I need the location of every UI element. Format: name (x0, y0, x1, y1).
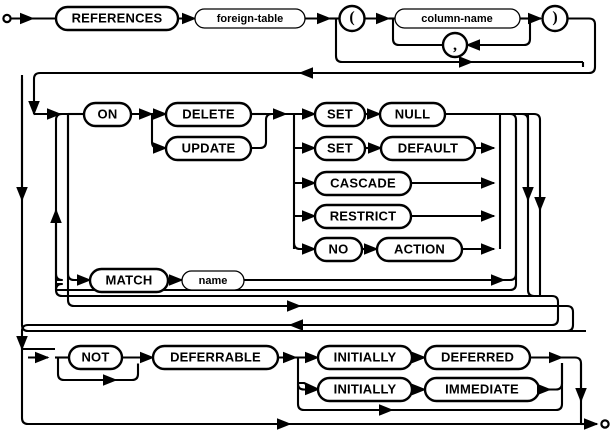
rail-row2-loop-up (54, 112, 63, 200)
initially-deferred-initially-label: INITIALLY (334, 349, 397, 364)
rail-row1-to-row2 (32, 17, 597, 108)
node-deferrable[interactable]: DEFERRABLE (151, 344, 280, 371)
null-label: NULL (395, 106, 430, 121)
node-initially-immediate-initially[interactable]: INITIALLY (316, 376, 414, 403)
node-cascade[interactable]: CASCADE (313, 170, 413, 197)
node-match[interactable]: MATCH (88, 267, 170, 294)
default-label: DEFAULT (398, 140, 458, 155)
rail-update-down (150, 114, 166, 150)
node-action[interactable]: ACTION (375, 236, 464, 263)
node-null[interactable]: NULL (378, 101, 447, 128)
column-name-label: column-name (421, 13, 493, 25)
restrict-label: RESTRICT (330, 208, 397, 223)
node-set-null-set[interactable]: SET (313, 101, 367, 128)
set-null-set-label: SET (327, 106, 353, 121)
node-default[interactable]: DEFAULT (379, 135, 477, 162)
rail-name-merge-up (504, 120, 518, 282)
cascade-label: CASCADE (330, 175, 396, 190)
set-default-set-label: SET (327, 140, 353, 155)
match-label: MATCH (106, 272, 153, 287)
node-references[interactable]: REFERENCES (54, 5, 180, 32)
foreign-table-label: foreign-table (217, 13, 284, 25)
node-not[interactable]: NOT (67, 344, 124, 371)
initially-immediate-initially-label: INITIALLY (334, 381, 397, 396)
rail-skip-parens-down (334, 18, 583, 64)
node-restrict[interactable]: RESTRICT (313, 203, 413, 230)
immediate-label: IMMEDIATE (445, 381, 519, 396)
rail-row3-exit (562, 356, 583, 424)
rail-to-initially-immediate (296, 383, 320, 396)
rparen-label: ) (552, 9, 557, 26)
name-label: name (199, 275, 228, 287)
rail-row2-exit-join (526, 289, 540, 298)
node-on[interactable]: ON (82, 101, 133, 128)
deferrable-label: DEFERRABLE (170, 349, 261, 364)
node-immediate[interactable]: IMMEDIATE (423, 376, 541, 403)
on-label: ON (98, 106, 118, 121)
start-marker (2, 13, 12, 24)
rail-to-no-action (292, 242, 317, 255)
node-column-name[interactable]: column-name (394, 8, 521, 29)
rail-to-match (66, 114, 92, 286)
rail-comma-right-down (465, 18, 532, 51)
node-name[interactable]: name (181, 270, 245, 291)
rail-row2-bypass-long (20, 75, 586, 333)
node-foreign-table[interactable]: foreign-table (194, 8, 306, 29)
deferred-label: DEFERRED (441, 349, 514, 364)
node-delete[interactable]: DELETE (164, 101, 253, 128)
end-marker (600, 419, 610, 429)
rail-update-out (251, 112, 286, 150)
node-no[interactable]: NO (313, 236, 364, 263)
rail-immediate-merge (550, 363, 564, 391)
node-deferred[interactable]: DEFERRED (423, 344, 532, 371)
node-set-default-set[interactable]: SET (313, 135, 367, 162)
rail-row2-outer-exit (500, 112, 546, 212)
delete-label: DELETE (182, 106, 235, 121)
rail-row2-to-row3 (20, 294, 560, 340)
lparen-label: ( (349, 9, 354, 26)
rail-row3-bypass (20, 345, 581, 426)
rail-comma-left-down (391, 18, 443, 47)
node-lparen[interactable]: ( (338, 4, 366, 33)
node-comma[interactable]: , (441, 31, 469, 59)
node-rparen[interactable]: ) (541, 4, 569, 33)
comma-box (441, 31, 469, 59)
node-update[interactable]: UPDATE (164, 135, 253, 162)
not-label: NOT (81, 349, 109, 364)
rail-match-stub (54, 200, 64, 282)
comma-label: , (453, 37, 457, 54)
rail-row2-repeat-left (66, 114, 561, 308)
rail-row2-exit (500, 112, 530, 290)
rail-initially-bypass-join (304, 363, 564, 412)
update-label: UPDATE (182, 140, 236, 155)
no-label: NO (329, 241, 349, 256)
rail-initially-bypass (296, 403, 394, 416)
action-label: ACTION (394, 241, 445, 256)
rail-row2-wrap (561, 304, 586, 333)
node-initially-deferred-initially[interactable]: INITIALLY (316, 344, 414, 371)
references-label: REFERENCES (72, 11, 163, 26)
